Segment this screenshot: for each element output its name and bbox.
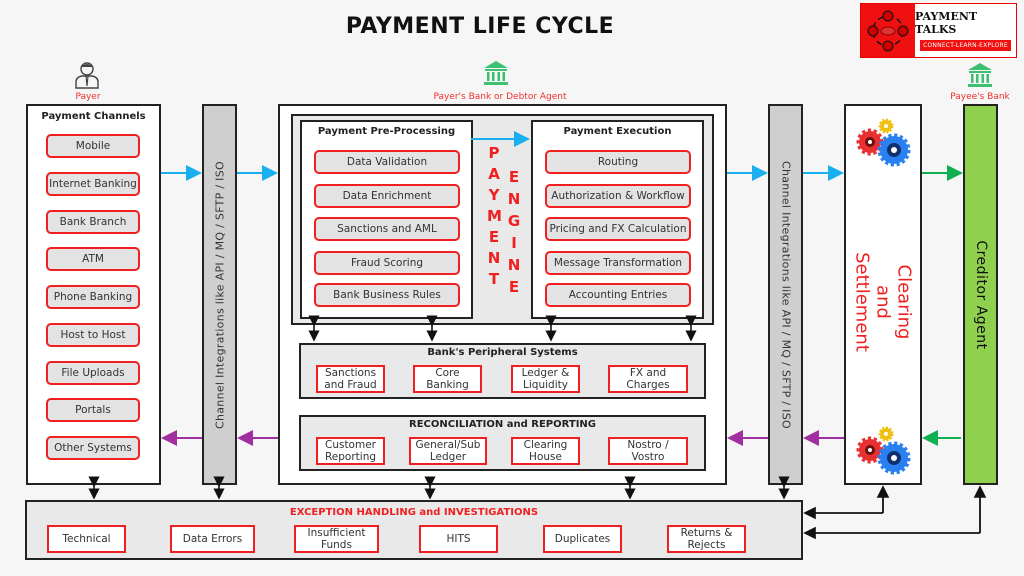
exception-handling-title: EXCEPTION HANDLING and INVESTIGATIONS <box>289 507 539 518</box>
channel-mobile[interactable]: Mobile <box>46 134 140 158</box>
pre-processing-panel: Payment Pre-Processing Data Validation D… <box>300 120 473 319</box>
engine-letter: N <box>507 256 521 274</box>
gears-icon <box>850 114 914 174</box>
peripheral-item[interactable]: FX and Charges <box>608 365 688 393</box>
logo-tagline: CONNECT-LEARN-EXPLORE <box>920 40 1011 51</box>
channel-integration-label: Channel Integrations like API / MQ / SFT… <box>779 160 792 429</box>
page-title: PAYMENT LIFE CYCLE <box>345 14 615 39</box>
bank-icon <box>966 62 994 88</box>
payer-label: Payer <box>75 92 101 102</box>
execution-panel: Payment Execution Routing Authorization … <box>531 120 704 319</box>
reconciliation-item[interactable]: General/Sub Ledger <box>409 437 487 465</box>
engine-letter: G <box>507 212 521 230</box>
engine-letter: N <box>487 249 501 267</box>
execution-title: Payment Execution <box>563 126 672 137</box>
channel-file-uploads[interactable]: File Uploads <box>46 361 140 385</box>
pre-processing-item[interactable]: Sanctions and AML <box>314 217 460 241</box>
creditor-agent-label: Creditor Agent <box>972 239 989 350</box>
creditor-agent-bar: Creditor Agent <box>963 104 998 485</box>
pre-processing-item[interactable]: Bank Business Rules <box>314 283 460 307</box>
exception-item[interactable]: Technical <box>47 525 126 553</box>
execution-item[interactable]: Pricing and FX Calculation <box>545 217 691 241</box>
execution-item[interactable]: Message Transformation <box>545 251 691 275</box>
gears-icon <box>850 422 914 482</box>
channel-integration-label: Channel Integrations like API / MQ / SFT… <box>213 160 226 429</box>
engine-letter: Y <box>488 186 500 204</box>
exception-item[interactable]: Insufficient Funds <box>294 525 379 553</box>
reconciliation-item[interactable]: Clearing House <box>511 437 580 465</box>
exception-item[interactable]: Data Errors <box>170 525 255 553</box>
channel-bank-branch[interactable]: Bank Branch <box>46 210 140 234</box>
channel-atm[interactable]: ATM <box>46 247 140 271</box>
execution-item[interactable]: Accounting Entries <box>545 283 691 307</box>
peripheral-item[interactable]: Sanctions and Fraud <box>316 365 385 393</box>
clearing-line1: Clearing <box>893 264 915 340</box>
payers-bank-label: Payer's Bank or Debtor Agent <box>433 92 567 102</box>
channel-internet-banking[interactable]: Internet Banking <box>46 172 140 196</box>
engine-letter: A <box>488 165 500 183</box>
person-icon <box>72 60 102 90</box>
channel-host-to-host[interactable]: Host to Host <box>46 323 140 347</box>
exception-item[interactable]: Duplicates <box>543 525 622 553</box>
payment-engine-panel: Payment Pre-Processing Data Validation D… <box>291 114 714 325</box>
peripheral-systems-panel: Bank's Peripheral Systems Sanctions and … <box>299 343 706 399</box>
currency-cycle-icon <box>861 4 915 57</box>
bank-icon <box>482 60 510 86</box>
pre-processing-title: Payment Pre-Processing <box>317 126 456 137</box>
engine-letter: N <box>507 190 521 208</box>
channel-integration-bar-left: Channel Integrations like API / MQ / SFT… <box>202 104 237 485</box>
payers-bank-panel: Payment Pre-Processing Data Validation D… <box>278 104 727 485</box>
payment-channels-panel: Payment Channels Mobile Internet Banking… <box>26 104 161 485</box>
channel-integration-bar-right: Channel Integrations like API / MQ / SFT… <box>768 104 803 485</box>
peripheral-item[interactable]: Core Banking <box>413 365 482 393</box>
payment-talks-logo: PAYMENT TALKS CONNECT-LEARN-EXPLORE <box>860 3 1017 58</box>
clearing-settlement-label: Clearing and Settlement <box>852 252 915 352</box>
pre-processing-item[interactable]: Data Enrichment <box>314 184 460 208</box>
peripheral-item[interactable]: Ledger & Liquidity <box>511 365 580 393</box>
clearing-line2: and <box>872 285 894 319</box>
reconciliation-item[interactable]: Nostro / Vostro <box>608 437 688 465</box>
engine-letter: E <box>508 168 520 186</box>
engine-letter: T <box>488 270 500 288</box>
engine-letter: E <box>488 228 500 246</box>
payment-channels-title: Payment Channels <box>41 111 146 122</box>
clearing-settlement-panel: Clearing and Settlement <box>844 104 922 485</box>
exception-item[interactable]: Returns & Rejects <box>667 525 746 553</box>
channel-phone-banking[interactable]: Phone Banking <box>46 285 140 309</box>
logo-brand: PAYMENT TALKS <box>915 10 978 36</box>
pre-processing-item[interactable]: Data Validation <box>314 150 460 174</box>
exception-item[interactable]: HITS <box>419 525 498 553</box>
clearing-line3: Settlement <box>851 252 873 352</box>
reconciliation-title: RECONCILIATION and REPORTING <box>409 419 596 430</box>
channel-portals[interactable]: Portals <box>46 398 140 422</box>
channel-other-systems[interactable]: Other Systems <box>46 436 140 460</box>
reconciliation-item[interactable]: Customer Reporting <box>316 437 385 465</box>
pre-processing-item[interactable]: Fraud Scoring <box>314 251 460 275</box>
exception-handling-panel: EXCEPTION HANDLING and INVESTIGATIONS Te… <box>25 500 803 560</box>
reconciliation-panel: RECONCILIATION and REPORTING Customer Re… <box>299 415 706 471</box>
execution-item[interactable]: Authorization & Workflow <box>545 184 691 208</box>
engine-letter: I <box>511 234 517 252</box>
payees-bank-label: Payee's Bank <box>950 92 1010 102</box>
execution-item[interactable]: Routing <box>545 150 691 174</box>
peripheral-systems-title: Bank's Peripheral Systems <box>427 347 578 358</box>
engine-letter: M <box>487 207 502 225</box>
engine-letter: E <box>508 278 520 296</box>
engine-letter: P <box>488 144 500 162</box>
